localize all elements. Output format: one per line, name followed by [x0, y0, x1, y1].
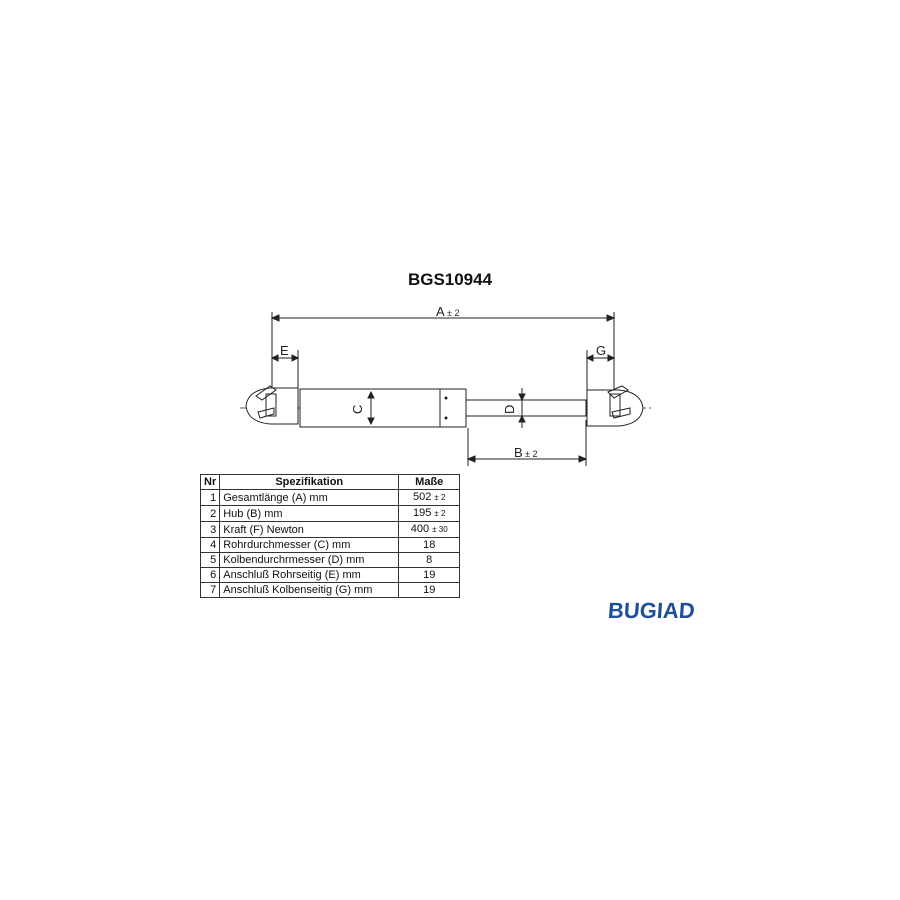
table-row: 1 Gesamtlänge (A) mm 502 ± 2: [199, 489, 461, 506]
value-number: 19: [423, 569, 436, 581]
header-spec: Spezifikation: [219, 474, 400, 490]
row-nr: 4: [199, 537, 221, 553]
row-spec: Anschluß Kolbenseitig (G) mm: [219, 582, 400, 598]
cylinder-tube: [299, 388, 467, 428]
dimension-a-arrows: [270, 314, 616, 322]
dimension-b-tolerance: ± 2: [525, 449, 537, 459]
header-nr: Nr: [199, 474, 221, 490]
row-value: 18: [398, 537, 461, 553]
tube-dot-2: [444, 416, 448, 420]
part-number-title: BGS10944: [407, 270, 493, 289]
dimension-e-arrows: [270, 354, 300, 362]
row-value: 195 ± 2: [398, 505, 461, 522]
row-nr: 6: [199, 567, 221, 583]
table-row: 4 Rohrdurchmesser (C) mm 18: [199, 537, 461, 553]
dimension-e-label: E: [280, 343, 289, 358]
dimension-c-arrows: [367, 390, 375, 426]
row-value: 19: [398, 567, 461, 583]
value-number: 8: [426, 554, 433, 566]
header-value: Maße: [398, 474, 461, 490]
tube-dot-1: [444, 396, 448, 400]
row-value: 19: [398, 582, 461, 598]
right-socket-ring: [609, 393, 621, 417]
row-spec: Kolbendurchrmesser (D) mm: [219, 552, 400, 568]
row-spec: Kraft (F) Newton: [219, 521, 400, 538]
dimension-g-label: G: [596, 343, 606, 358]
bugiad-logo: BUGIAD: [607, 598, 696, 623]
row-nr: 7: [199, 582, 221, 598]
row-nr: 1: [199, 489, 221, 506]
table-row: 3 Kraft (F) Newton 400 ± 30: [199, 521, 461, 538]
row-nr: 5: [199, 552, 221, 568]
left-socket-detail: [255, 385, 277, 419]
row-spec: Hub (B) mm: [219, 505, 400, 522]
value-number: 400: [410, 523, 430, 535]
value-tolerance: ± 2: [434, 493, 446, 502]
right-end-fitting: [586, 389, 644, 427]
dimension-g-arrows: [585, 354, 616, 362]
value-number: 195: [412, 507, 432, 519]
dimension-b-label: B: [514, 445, 523, 460]
value-number: 19: [423, 584, 436, 596]
row-spec: Anschluß Rohrseitig (E) mm: [219, 567, 400, 583]
dimension-a-label: A: [436, 304, 445, 319]
row-value: 502 ± 2: [398, 489, 461, 506]
piston-rod: [465, 399, 587, 417]
left-socket-ring: [265, 393, 277, 417]
dimension-c-label: C: [350, 405, 365, 414]
dimension-d-label: D: [502, 405, 517, 414]
row-value: 400 ± 30: [398, 521, 461, 538]
value-tolerance: ± 30: [432, 525, 448, 534]
row-value: 8: [398, 552, 461, 568]
dimension-b-arrows: [466, 455, 588, 463]
row-nr: 2: [199, 505, 221, 522]
table-row: 5 Kolbendurchrmesser (D) mm 8: [199, 552, 461, 568]
value-number: 18: [423, 539, 436, 551]
dimension-a-tolerance: ± 2: [447, 308, 459, 318]
table-row: 2 Hub (B) mm 195 ± 2: [199, 505, 461, 522]
table-header-row: Nr Spezifikation Maße: [199, 474, 461, 490]
row-nr: 3: [199, 521, 221, 538]
table-row: 7 Anschluß Kolbenseitig (G) mm 19: [199, 582, 461, 598]
dimension-d-arrows: [518, 393, 526, 423]
table-row: 6 Anschluß Rohrseitig (E) mm 19: [199, 567, 461, 583]
value-tolerance: ± 2: [434, 509, 446, 518]
value-number: 502: [412, 491, 432, 503]
row-spec: Gesamtlänge (A) mm: [219, 489, 400, 506]
row-spec: Rohrdurchmesser (C) mm: [219, 537, 400, 553]
specification-table: Nr Spezifikation Maße 1 Gesamtlänge (A) …: [199, 474, 461, 598]
